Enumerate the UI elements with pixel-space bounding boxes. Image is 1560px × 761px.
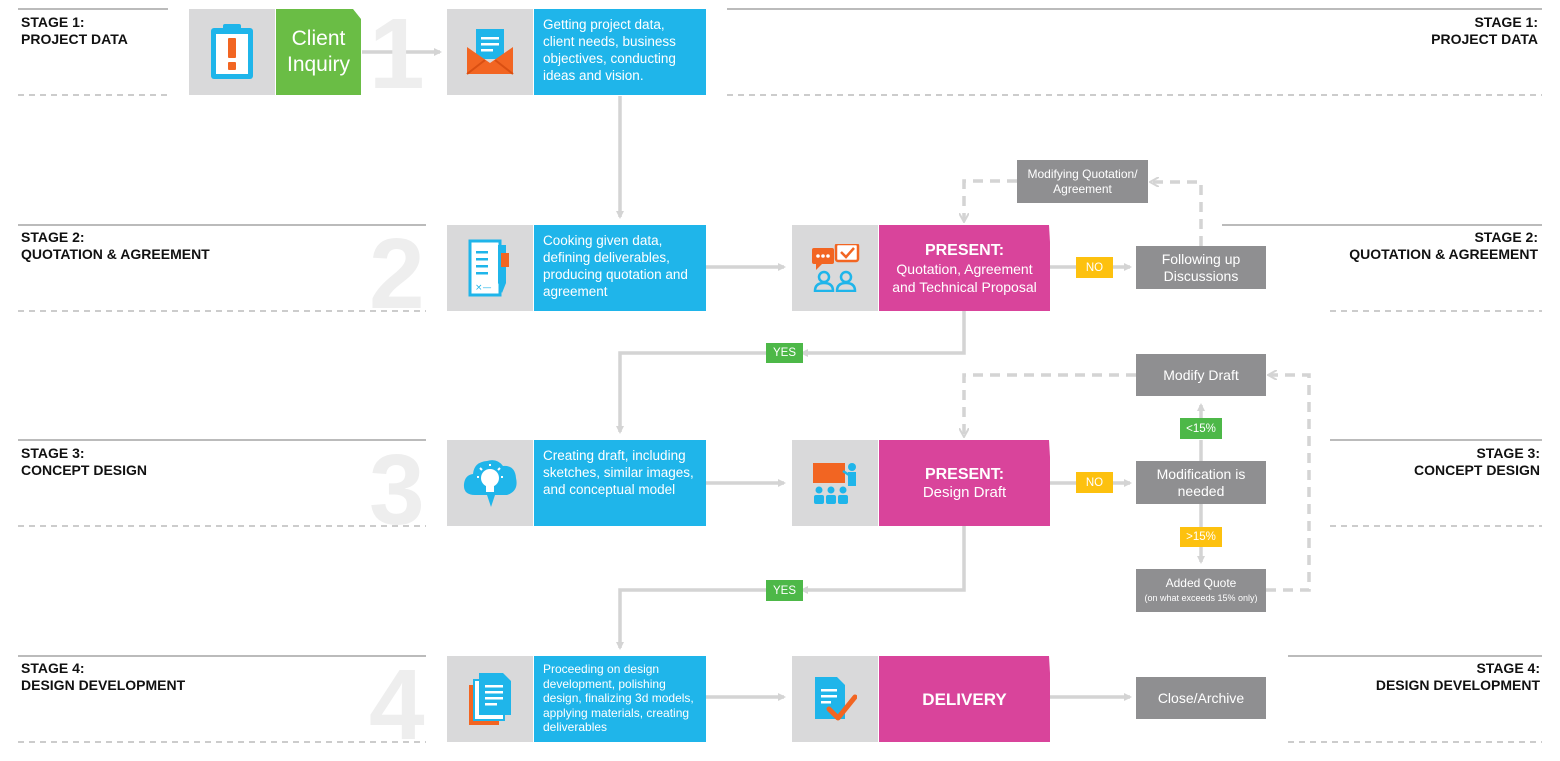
presentation-board-icon xyxy=(792,440,878,526)
present-draft-subtitle: Design Draft xyxy=(922,483,1007,501)
stage-number-3: 3 xyxy=(369,434,425,546)
modification-needed-box: Modification is needed xyxy=(1136,461,1266,504)
client-inquiry-label: Client Inquiry xyxy=(286,27,351,76)
stage-4-name: DESIGN DEVELOPMENT xyxy=(21,677,186,693)
close-archive-box: Close/Archive xyxy=(1136,677,1266,719)
stage-4-title: STAGE 4: xyxy=(1476,660,1540,676)
stage-4-label-right: STAGE 4: DESIGN DEVELOPMENT xyxy=(1240,660,1540,694)
added-quote-note: (on what exceeds 15% only) xyxy=(1144,593,1258,603)
present-quotation-title: PRESENT: xyxy=(924,241,1005,259)
no-tag-stage-2: NO xyxy=(1076,257,1113,278)
stage-2-label-left: STAGE 2: QUOTATION & AGREEMENT xyxy=(21,229,210,263)
stage-3-title: STAGE 3: xyxy=(21,445,85,461)
present-quotation-subtitle: Quotation, Agreement and Technical Propo… xyxy=(892,260,1037,295)
gt15-tag: >15% xyxy=(1180,527,1222,547)
stage-3-name: CONCEPT DESIGN xyxy=(21,462,148,478)
stage-2-title: STAGE 2: xyxy=(21,229,85,245)
stage-2-label-right: STAGE 2: QUOTATION & AGREEMENT xyxy=(1238,229,1538,263)
document-pen-icon: ×— xyxy=(447,225,533,311)
lt15-tag: <15% xyxy=(1180,418,1222,439)
stage-4-label-left: STAGE 4: DESIGN DEVELOPMENT xyxy=(21,660,185,694)
yes-tag-stage-2: YES xyxy=(766,343,803,363)
present-draft-title: PRESENT: xyxy=(924,465,1005,483)
stage-4-name: DESIGN DEVELOPMENT xyxy=(1375,677,1540,693)
stage-1-name: PROJECT DATA xyxy=(1431,31,1538,47)
document-check-icon xyxy=(792,656,878,742)
stage-1-label-left: STAGE 1: PROJECT DATA xyxy=(21,14,128,48)
added-quote-box: Added Quote (on what exceeds 15% only) xyxy=(1136,569,1266,612)
stage-4-title: STAGE 4: xyxy=(21,660,85,676)
step-1-box: Getting project data, client needs, busi… xyxy=(534,9,706,95)
present-quotation-box: PRESENT: Quotation, Agreement and Techni… xyxy=(879,225,1050,311)
step-3-box: Creating draft, including sketches, simi… xyxy=(534,440,706,526)
step-4-box: Proceeding on design development, polish… xyxy=(534,656,706,742)
stage-3-label-left: STAGE 3: CONCEPT DESIGN xyxy=(21,445,147,479)
delivery-label: DELIVERY xyxy=(922,689,1007,709)
stage-2-name: QUOTATION & AGREEMENT xyxy=(21,246,210,262)
delivery-box: DELIVERY xyxy=(879,656,1050,742)
following-up-box: Following up Discussions xyxy=(1136,246,1266,289)
svg-text:×—: ×— xyxy=(475,283,492,293)
meeting-discussion-icon xyxy=(792,225,878,311)
stage-1-label-right: STAGE 1: PROJECT DATA xyxy=(1238,14,1538,48)
stage-1-title: STAGE 1: xyxy=(1474,14,1538,30)
stage-number-4: 4 xyxy=(369,649,425,761)
clipboard-alert-icon xyxy=(189,9,275,95)
stage-lines xyxy=(18,8,1542,743)
no-tag-stage-3: NO xyxy=(1076,472,1113,493)
client-inquiry-box: Client Inquiry xyxy=(276,9,361,95)
dashed-connectors xyxy=(964,181,1311,592)
stage-1-name: PROJECT DATA xyxy=(21,31,128,47)
modify-draft-box: Modify Draft xyxy=(1136,354,1266,396)
stage-number-1: 1 xyxy=(369,0,425,110)
stage-3-title: STAGE 3: xyxy=(1476,445,1540,461)
stage-3-label-right: STAGE 3: CONCEPT DESIGN xyxy=(1240,445,1540,479)
present-draft-box: PRESENT: Design Draft xyxy=(879,440,1050,526)
stage-2-name: QUOTATION & AGREEMENT xyxy=(1349,246,1538,262)
stage-2-title: STAGE 2: xyxy=(1474,229,1538,245)
yes-tag-stage-3: YES xyxy=(766,580,803,601)
modifying-quotation-box: Modifying Quotation/ Agreement xyxy=(1017,160,1148,203)
stacked-documents-icon xyxy=(447,656,533,742)
step-2-box: Cooking given data, defining deliverable… xyxy=(534,225,706,311)
added-quote-label: Added Quote xyxy=(1165,576,1237,590)
stage-number-2: 2 xyxy=(369,218,425,330)
stage-3-name: CONCEPT DESIGN xyxy=(1413,462,1540,478)
stage-1-title: STAGE 1: xyxy=(21,14,85,30)
idea-cloud-icon xyxy=(447,440,533,526)
envelope-document-icon xyxy=(447,9,533,95)
